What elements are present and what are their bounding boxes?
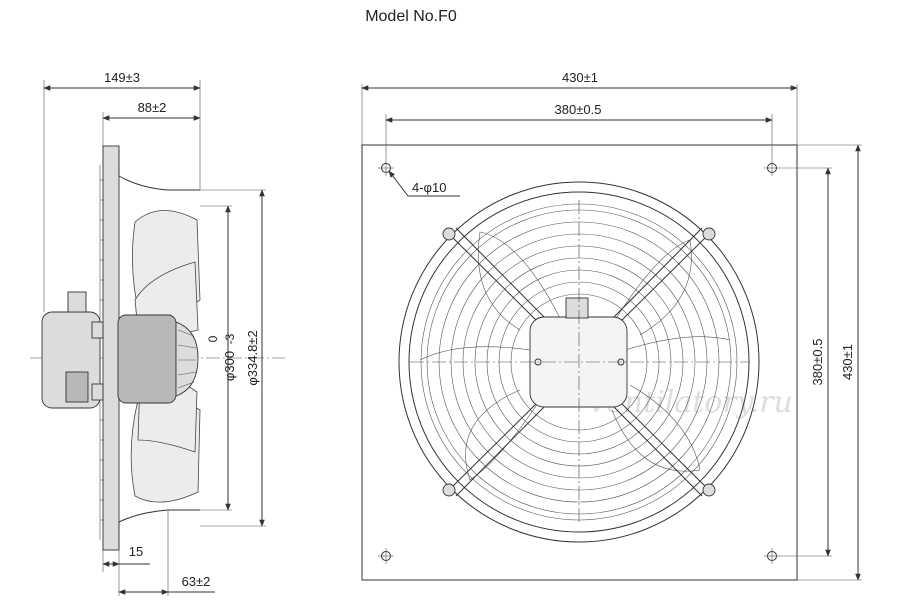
- dim-hole-spacing-h: 380±0.5: [555, 102, 602, 117]
- dim-plate-height: 430±1: [840, 344, 855, 380]
- hub: [117, 314, 177, 404]
- terminal-box: [65, 371, 89, 403]
- dim-hub-depth: 88±2: [138, 100, 167, 115]
- dim-ring-diameter: φ334.8±2: [245, 330, 260, 385]
- dim-blade-tol-upper: 0: [206, 335, 220, 342]
- cable-entry: [565, 297, 589, 319]
- mounting-holes: [378, 160, 780, 564]
- mounting-plate-front: [361, 144, 798, 581]
- dim-flange-thickness: 15: [129, 544, 143, 559]
- dim-plate-width: 430±1: [562, 70, 598, 85]
- dim-blade-diameter: φ300: [222, 351, 237, 381]
- cable-gland: [67, 291, 87, 313]
- fan-blades-front: [419, 231, 731, 481]
- dim-guard-depth: 63±2: [182, 574, 211, 589]
- dim-mounting-holes: 4-φ10: [412, 180, 446, 195]
- guard-lugs: [442, 227, 716, 497]
- dim-blade-tol-lower: -3: [223, 333, 237, 344]
- model-title: Model No.F0: [365, 8, 457, 25]
- mounting-plate-side: [102, 145, 120, 551]
- dim-overall-depth: 149±3: [104, 70, 140, 85]
- front-view: 430±1 380±0.5 4-φ10 380±0.5 430±1: [361, 70, 862, 581]
- guard-spokes: [448, 227, 710, 497]
- side-view: 149±3 88±2 φ300 0 -3 φ334.8±2 15 63±2: [30, 70, 285, 596]
- dim-hole-spacing-v: 380±0.5: [810, 339, 825, 386]
